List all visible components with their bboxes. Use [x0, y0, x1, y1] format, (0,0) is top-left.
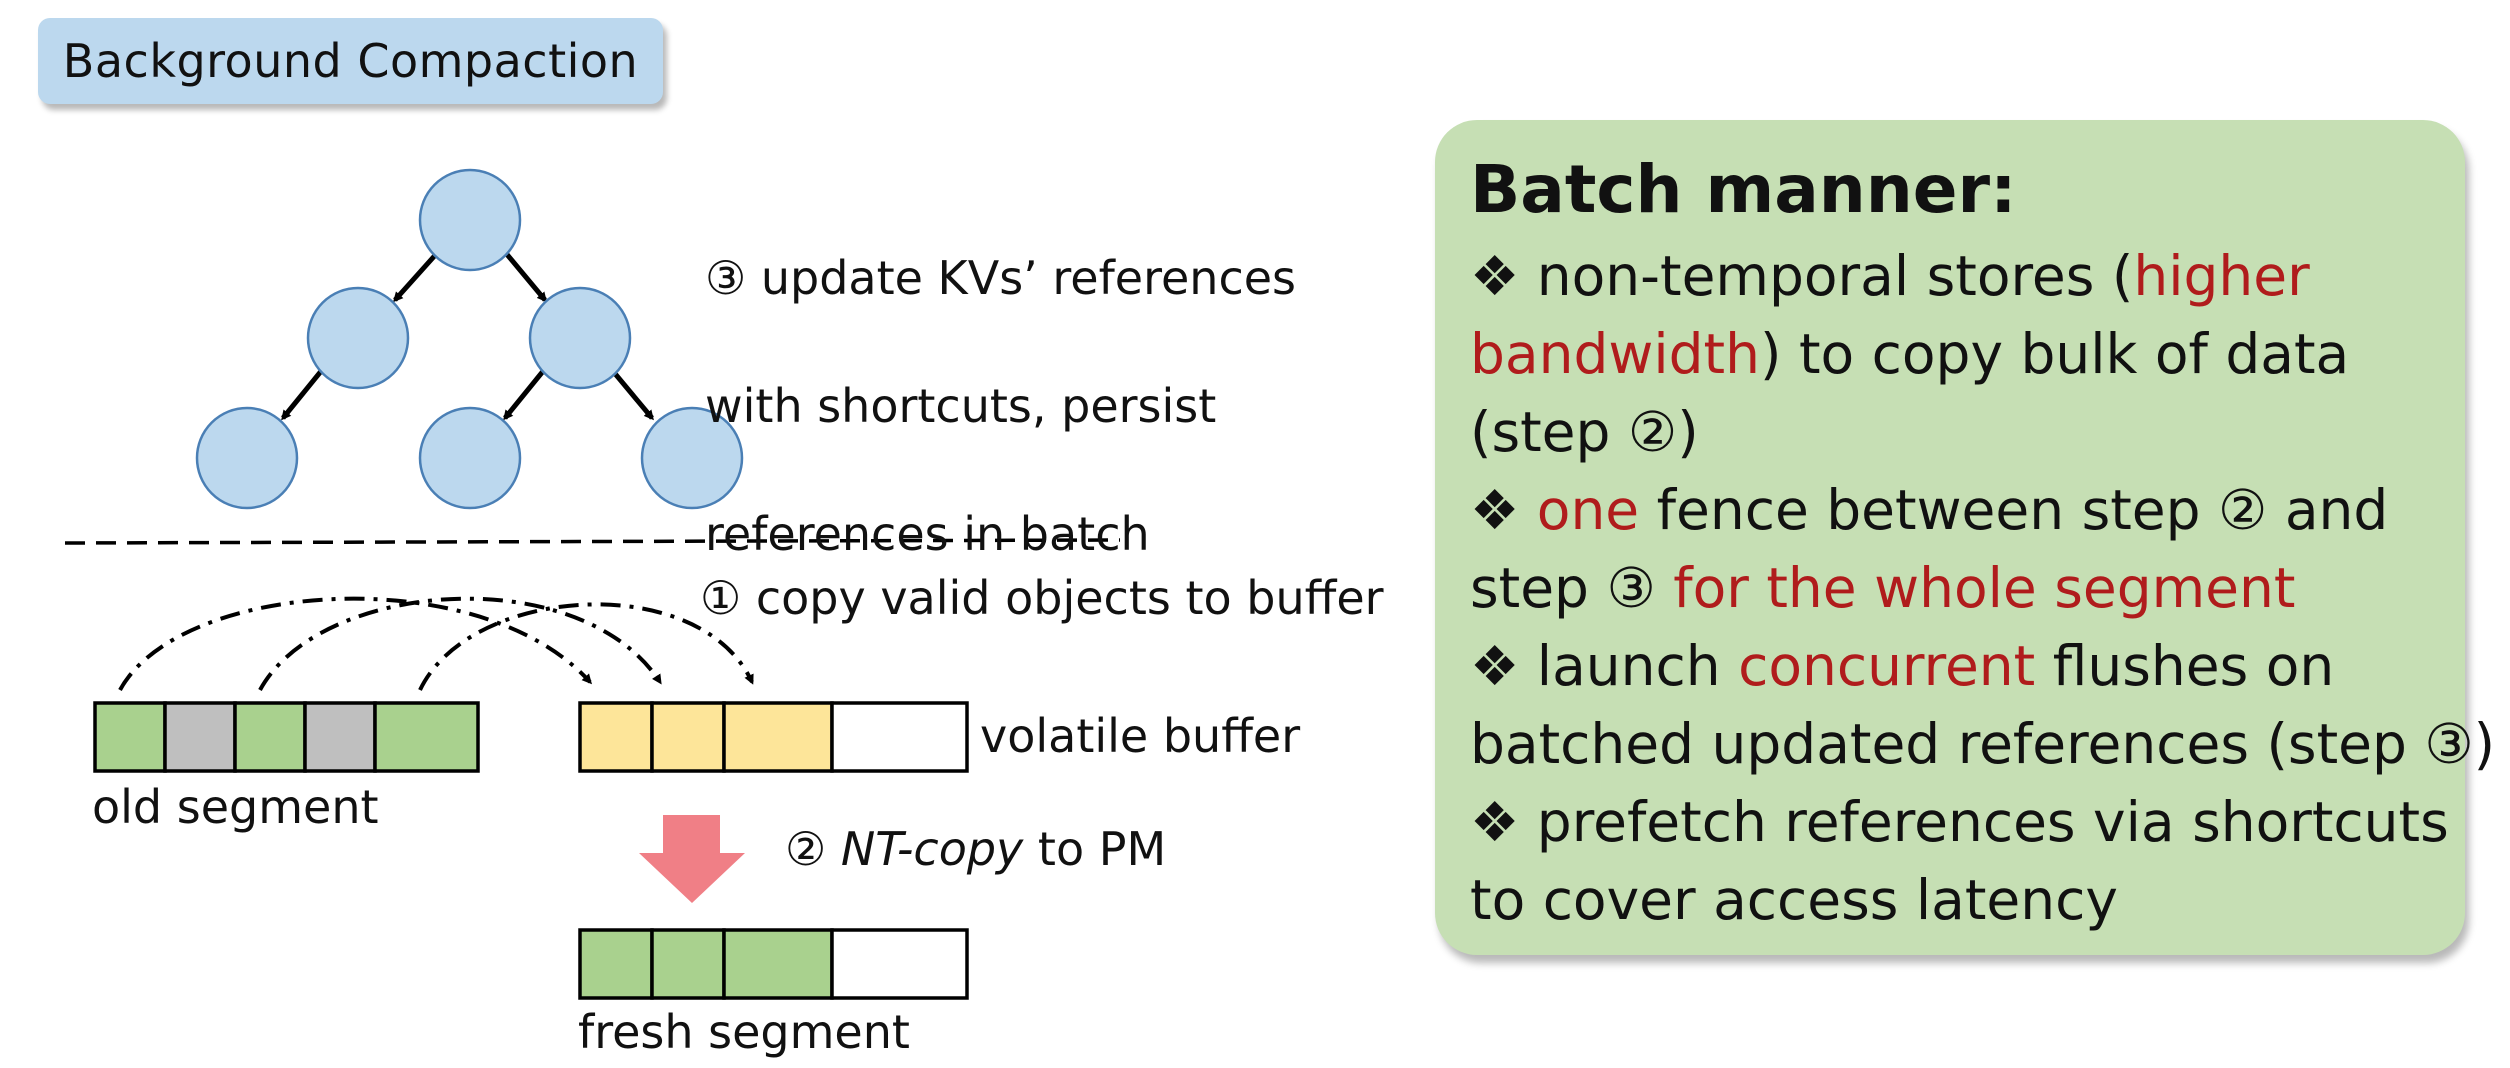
section-title-text: Background Compaction — [62, 34, 639, 88]
buffer-cell — [722, 701, 834, 773]
panel-text: to cover access latency — [1470, 868, 2118, 932]
tree-edges — [281, 250, 654, 421]
tree-node-leaf — [640, 406, 744, 510]
panel-highlight: for the whole segment — [1673, 556, 2296, 620]
tree-edge — [392, 250, 440, 303]
step2-rest-text: to PM — [1023, 822, 1167, 876]
tree-edge — [503, 368, 546, 421]
panel-line-2: bandwidth) to copy bulk of data — [1470, 315, 2349, 393]
old-segment-label: old segment — [92, 780, 379, 834]
tree-edge — [610, 368, 654, 421]
tree-edge — [281, 368, 324, 421]
tree-node-leaf — [418, 406, 522, 510]
copy-arc — [418, 602, 754, 691]
tree-node-root — [418, 168, 522, 272]
panel-text: (step ②) — [1470, 400, 1699, 464]
bullet-icon: ❖ — [1470, 478, 1520, 542]
panel-line-6: ❖ launch concurrent flushes on — [1470, 627, 2334, 705]
buffer-cell — [578, 701, 654, 773]
panel-line-8: ❖ prefetch references via shortcuts — [1470, 783, 2449, 861]
fresh-segment-cell — [650, 928, 726, 1000]
nt-copy-arrow — [639, 815, 745, 903]
copy-arc — [258, 596, 662, 691]
step3-line: ③ update KVs’ references — [705, 251, 1297, 305]
copy-arcs — [118, 596, 754, 691]
bullet-icon: ❖ — [1470, 244, 1520, 308]
volatile-buffer-label: volatile buffer — [980, 709, 1301, 763]
panel-text: launch — [1519, 634, 1739, 698]
panel-highlight: higher — [2133, 244, 2310, 308]
buffer-cell-empty — [830, 701, 969, 773]
panel-text: non-temporal stores ( — [1519, 244, 2134, 308]
old-segment-cell — [163, 701, 237, 773]
step3-line: references in batch — [705, 507, 1150, 561]
tree-node — [306, 286, 410, 390]
panel-text: prefetch references via shortcuts — [1519, 790, 2449, 854]
panel-text: batched updated references (step ③) — [1470, 712, 2496, 776]
panel-title: Batch manner: — [1470, 151, 2017, 228]
step1-label: ① copy valid objects to buffer — [700, 571, 1384, 625]
step2-label: ② NT-copy to PM — [785, 817, 1166, 881]
panel-line-5: step ③ for the whole segment — [1470, 549, 2295, 627]
panel-text: flushes on — [2035, 634, 2335, 698]
old-segment-cell — [303, 701, 377, 773]
panel-text: step ③ — [1470, 556, 1674, 620]
old-segment — [93, 701, 480, 773]
batch-manner-panel — [1435, 120, 2465, 955]
panel-highlight: concurrent — [1738, 634, 2036, 698]
fresh-segment-label: fresh segment — [578, 1005, 910, 1059]
tree-node-leaf — [195, 406, 299, 510]
fresh-segment-cell — [722, 928, 834, 1000]
panel-line-9: to cover access latency — [1470, 861, 2118, 939]
step3-line: with shortcuts, persist — [705, 379, 1217, 433]
buffer-cell — [650, 701, 726, 773]
panel-line-7: batched updated references (step ③) — [1470, 705, 2495, 783]
copy-arc — [118, 596, 593, 691]
panel-text: ) to copy bulk of data — [1760, 322, 2350, 386]
bullet-icon: ❖ — [1470, 790, 1520, 854]
volatile-buffer — [578, 701, 969, 773]
panel-highlight: bandwidth — [1470, 322, 1760, 386]
section-title: Background Compaction — [38, 18, 663, 104]
old-segment-cell — [233, 701, 307, 773]
fresh-segment — [578, 928, 969, 1000]
dashed-separator — [64, 538, 1121, 545]
tree-edge — [503, 250, 547, 303]
panel-line-4: ❖ one fence between step ② and — [1470, 471, 2388, 549]
panel-line-1: ❖ non-temporal stores (higher — [1470, 237, 2310, 315]
panel-highlight: one — [1536, 478, 1640, 542]
step3-description: ③ update KVs’ references with shortcuts,… — [705, 182, 1296, 630]
fresh-segment-cell — [578, 928, 654, 1000]
step2-number: ② — [785, 822, 827, 876]
step2-italic-text: NT-copy — [840, 822, 1024, 876]
panel-text: fence between step ② and — [1639, 478, 2389, 542]
tree-nodes — [195, 168, 744, 510]
old-segment-cell — [373, 701, 480, 773]
panel-line-3: (step ②) — [1470, 393, 1699, 471]
bullet-icon: ❖ — [1470, 634, 1520, 698]
old-segment-cell — [93, 701, 167, 773]
fresh-segment-cell-empty — [830, 928, 969, 1000]
tree-node — [528, 286, 632, 390]
